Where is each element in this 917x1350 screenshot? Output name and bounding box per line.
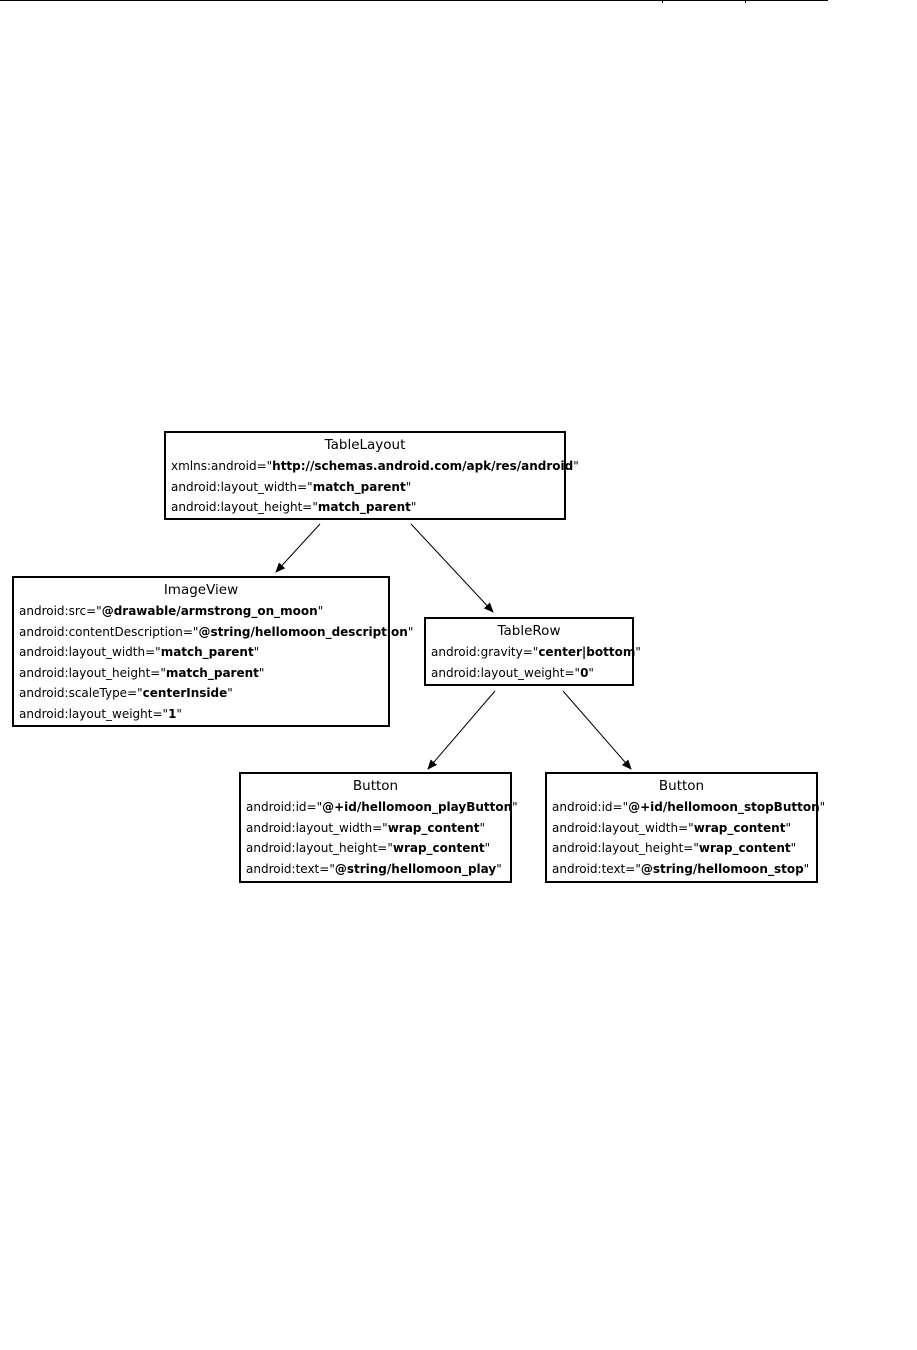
node-attribute: xmlns:android="http://schemas.android.co… [171,459,579,473]
attribute-value: @string/hellomoon_play [334,861,497,876]
attribute-name: android:layout_height [171,500,303,515]
node-attribute: android:src="@drawable/armstrong_on_moon… [19,604,324,618]
attribute-value: match_parent [312,479,406,494]
attribute-name: android:text [246,861,320,876]
node-attribute: android:layout_height="match_parent" [19,665,265,680]
node-stop-button: Button android:id="@+id/hellomoon_stopBu… [545,772,826,883]
attribute-value: match_parent [165,665,259,680]
attribute-value: @string/hellomoon_description [198,624,408,639]
page-top-rule [0,0,828,1]
attribute-value: @string/hellomoon_stop [640,861,804,876]
edge-tablelayout-to-tablerow [410,523,494,613]
attribute-value: match_parent [160,645,254,660]
page-top-rule-tick [662,0,663,3]
attribute-name: android:id [246,800,307,814]
attribute-name: android:scaleType [19,686,128,701]
attribute-value: match_parent [317,500,411,515]
node-attribute: android:id="@+id/hellomoon_stopButton" [552,800,826,814]
attribute-value: http://schemas.android.com/apk/res/andro… [272,459,574,473]
node-attribute: android:contentDescription="@string/hell… [19,624,414,639]
node-attribute: android:id="@+id/hellomoon_playButton" [246,800,518,814]
attribute-name: android:layout_weight [19,706,153,721]
attribute-name: android:layout_width [552,820,679,835]
attribute-name: android:layout_width [171,479,298,494]
node-title: Button [352,778,399,794]
attribute-value: wrap_content [387,820,480,835]
node-tablelayout: TableLayout xmlns:android="http://schema… [164,431,579,520]
node-play-button: Button android:id="@+id/hellomoon_playBu… [239,772,518,883]
node-attribute: android:text="@string/hellomoon_stop" [552,861,810,876]
node-attribute: android:layout_width="wrap_content" [246,820,485,835]
attribute-name: android:gravity [431,645,523,659]
node-title: TableRow [497,623,561,639]
node-attribute: android:layout_height="match_parent" [171,500,417,515]
attribute-name: android:id [552,800,613,814]
edge-tablerow-to-stop-button [562,690,632,770]
attribute-name: android:layout_height [552,841,684,856]
node-attribute: android:layout_width="match_parent" [171,479,412,494]
attribute-value: centerInside [142,686,228,701]
attribute-value: @drawable/armstrong_on_moon [101,604,318,618]
page-top-rule-tick [745,0,746,3]
attribute-value: center|bottom [538,645,636,659]
node-attribute: android:layout_width="wrap_content" [552,820,791,835]
attribute-value: @+id/hellomoon_playButton [322,800,513,814]
edge-tablelayout-to-imageview [275,523,321,573]
node-imageview: ImageView android:src="@drawable/armstro… [12,576,414,727]
node-title: ImageView [163,582,239,598]
attribute-name: android:layout_width [19,645,146,660]
attribute-name: android:src [19,604,87,618]
attribute-value: @+id/hellomoon_stopButton [628,800,820,814]
attribute-name: xmlns:android [171,459,257,473]
attribute-value: wrap_content [392,841,485,856]
attribute-name: android:layout_width [246,820,373,835]
node-attribute: android:layout_weight="1" [19,706,182,721]
edge-tablerow-to-play-button [427,690,496,770]
attribute-name: android:contentDescription [19,624,183,639]
node-attribute: android:layout_height="wrap_content" [246,841,491,856]
node-tablerow: TableRow android:gravity="center|bottom"… [424,617,641,686]
node-attribute: android:layout_height="wrap_content" [552,841,797,856]
attribute-value: 1 [168,706,177,721]
node-title: Button [658,778,705,794]
node-attribute: android:text="@string/hellomoon_play" [246,861,502,876]
attribute-name: android:layout_height [19,665,151,680]
attribute-name: android:layout_weight [431,665,565,680]
attribute-value: wrap_content [693,820,786,835]
attribute-value: 0 [580,665,589,680]
node-title: TableLayout [324,437,406,453]
attribute-value: wrap_content [698,841,791,856]
node-attribute: android:scaleType="centerInside" [19,686,233,701]
attribute-name: android:layout_height [246,841,378,856]
node-attribute: android:layout_weight="0" [431,665,594,680]
node-attribute: android:layout_width="match_parent" [19,645,260,660]
node-attribute: android:gravity="center|bottom" [431,645,641,659]
attribute-name: android:text [552,861,626,876]
